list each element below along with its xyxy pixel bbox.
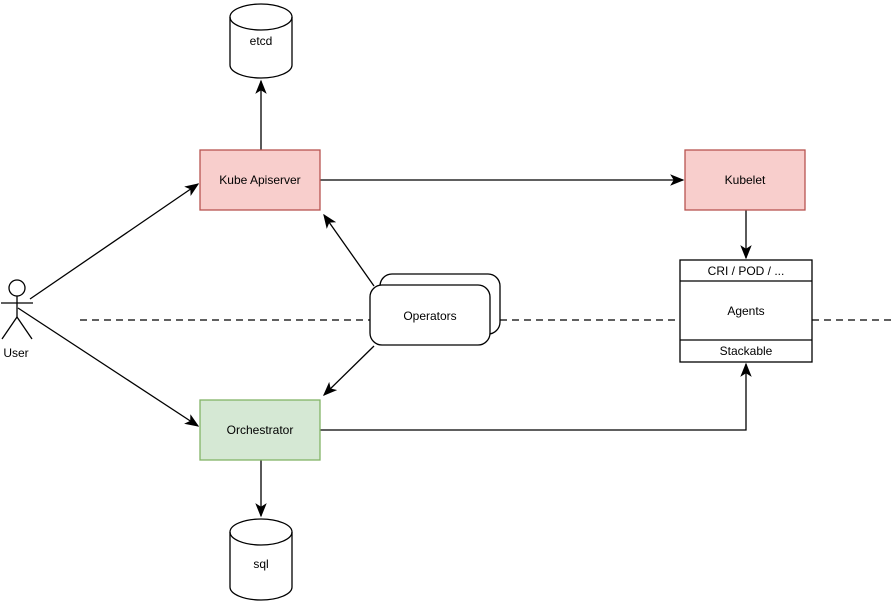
agents-box (679, 259, 813, 363)
node-sql: sql (229, 518, 293, 601)
orchestrator-label: Orchestrator (227, 423, 294, 437)
node-kubelet: Kubelet (684, 149, 806, 211)
operators-label: Operators (403, 309, 456, 323)
agents-header-label: CRI / POD / ... (708, 264, 785, 278)
etcd-cylinder (229, 3, 293, 79)
etcd-label: etcd (250, 34, 273, 48)
orchestrator-box (199, 399, 321, 461)
node-user: User (1, 279, 33, 360)
node-kube-apiserver: Kube Apiserver (199, 149, 321, 211)
actor-right-leg (16, 316, 33, 340)
sql-label: sql (253, 557, 268, 571)
node-operators: Operators (369, 273, 501, 346)
agents-footer-label: Stackable (720, 344, 773, 358)
node-etcd: etcd (229, 3, 293, 79)
edge-user-to-apiserver (29, 183, 200, 300)
edge-operators-to-orchestrator (322, 345, 375, 397)
edge-orchestrator-to-agents (320, 362, 752, 431)
kubelet-box (684, 149, 806, 211)
actor-left-leg (1, 316, 18, 340)
etcd-cylinder-rim (229, 16, 293, 31)
sql-cylinder (229, 518, 293, 601)
actor-head (8, 279, 26, 297)
node-agents: CRI / POD / ... Agents Stackable (679, 259, 813, 363)
kubelet-label: Kubelet (725, 173, 766, 187)
agents-label: Agents (727, 304, 764, 318)
user-actor-icon (1, 279, 33, 340)
edge-user-to-orchestrator (17, 307, 200, 427)
user-label: User (3, 346, 28, 360)
kube-apiserver-label: Kube Apiserver (219, 173, 300, 187)
operators-front-card (369, 284, 491, 346)
edge-operators-to-apiserver (323, 213, 375, 287)
kube-apiserver-box (199, 149, 321, 211)
node-orchestrator: Orchestrator (199, 399, 321, 461)
sql-cylinder-rim (229, 531, 293, 546)
